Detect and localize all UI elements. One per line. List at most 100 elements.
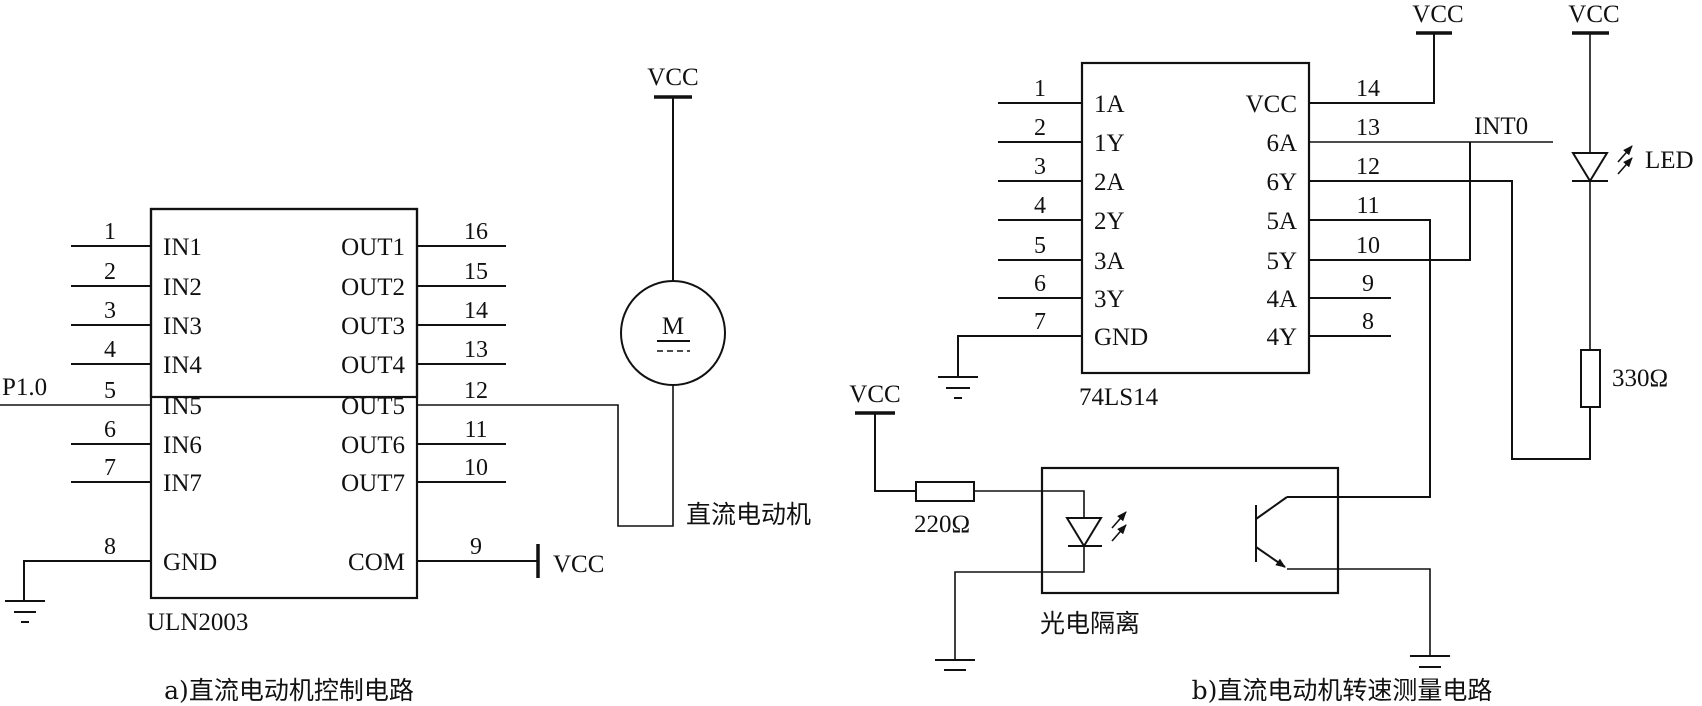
emitter-gnd-wire: [1287, 568, 1431, 656]
pin-label: 5A: [1266, 208, 1297, 235]
pin-label: 1Y: [1094, 130, 1125, 157]
pin-3a: 53A: [998, 233, 1125, 275]
caption-b: b)直流电动机转速测量电路: [1192, 676, 1493, 705]
out5-to-motor-wire: [417, 385, 674, 527]
resistor-220-icon: [915, 481, 975, 502]
ground-icon: [1410, 655, 1450, 668]
pin-label: 3Y: [1094, 286, 1125, 313]
pin-number: 2: [104, 259, 116, 285]
opto-vcc-wire: [874, 413, 916, 492]
pin-number: 7: [1034, 309, 1046, 335]
pin-number: 2: [1034, 115, 1046, 141]
pin-number: 11: [464, 417, 487, 443]
ic-vcc-wire: [1309, 33, 1435, 104]
pin-number: 8: [104, 534, 116, 560]
pin-5a: 11 5A: [1266, 193, 1379, 235]
optocoupler-body: [1040, 466, 1340, 595]
pin-number: 5: [104, 378, 116, 404]
pin-number: 7: [104, 455, 116, 481]
opto-vcc-label: VCC: [849, 381, 900, 408]
pin-5y: 10 5Y: [1266, 233, 1380, 275]
uln2003-right-pins: 16OUT115OUT214OUT313OUT412OUT511OUT610OU…: [341, 219, 506, 576]
pin-number: 6: [1034, 271, 1046, 297]
pin-1a: 11A: [998, 76, 1125, 118]
motor-vcc-label: VCC: [647, 64, 698, 91]
pin-4y: 8 4Y: [1266, 309, 1391, 351]
pin-number: 15: [464, 259, 488, 285]
pin-label: 5Y: [1266, 248, 1297, 275]
pin-label: OUT2: [341, 274, 405, 301]
pin-number: 10: [1356, 233, 1380, 259]
pin-label: 2Y: [1094, 208, 1125, 235]
ground-icon: [935, 659, 975, 671]
pin-1y: 2 1Y: [998, 115, 1125, 157]
6y-to-led-wire: [1309, 180, 1591, 460]
led-vcc-label: VCC: [1568, 1, 1619, 28]
pin-label: IN4: [163, 352, 202, 379]
pin-label: OUT5: [341, 393, 405, 420]
r220-label: 220Ω: [914, 511, 970, 538]
pin-label: OUT7: [341, 470, 405, 497]
pin-label: 4Y: [1266, 324, 1297, 351]
pin-number: 11: [1356, 193, 1379, 219]
figure-a-control-circuit: ULN2003 1IN12IN23IN34IN45IN56IN67IN78GND…: [0, 64, 811, 705]
pin-3y: 6 3Y: [998, 271, 1125, 313]
6a-5y-wire: [1309, 142, 1471, 261]
com-vcc-label: VCC: [553, 551, 604, 578]
pin-number: 12: [464, 378, 488, 404]
gnd-wire-b: [957, 335, 1082, 377]
dc-motor-icon: M: [620, 280, 726, 386]
pin-number: 13: [464, 337, 488, 363]
pin-label: 2A: [1094, 169, 1125, 196]
pin-label: IN5: [163, 393, 202, 420]
pin-4a: 94A: [1266, 271, 1391, 313]
ic-vcc-label: VCC: [1412, 1, 1463, 28]
pin-number: 16: [464, 219, 488, 245]
pin-label: COM: [348, 549, 405, 576]
pin-label: GND: [1094, 324, 1148, 351]
led-icon: [1571, 145, 1633, 183]
resistor-330-icon: [1580, 349, 1601, 408]
pin-label: IN7: [163, 470, 202, 497]
pin-label: OUT1: [341, 234, 405, 261]
opto-led-gnd-wire: [954, 546, 1085, 660]
pin-label: VCC: [1246, 91, 1297, 118]
pin-label: OUT4: [341, 352, 405, 379]
pin-label: 6A: [1266, 130, 1297, 157]
pin-label: IN3: [163, 313, 202, 340]
pin-label: 6Y: [1266, 169, 1297, 196]
pin-2y: 4 2Y: [998, 193, 1125, 235]
led-label: LED: [1645, 147, 1694, 174]
pin-number: 9: [1362, 271, 1374, 297]
pin-number: 13: [1356, 115, 1380, 141]
opto-led-anode-wire: [974, 490, 1085, 518]
pin-2a: 32A: [998, 154, 1125, 196]
r330-label: 330Ω: [1612, 365, 1668, 392]
int0-label: INT0: [1474, 113, 1528, 140]
pin-number: 8: [1362, 309, 1374, 335]
pin-number: 6: [104, 417, 116, 443]
pin-number: 1: [1034, 76, 1046, 102]
pin-number: 4: [104, 337, 116, 363]
pin-number: 12: [1356, 154, 1380, 180]
opto-led-icon: [1065, 511, 1127, 548]
74ls14-body: [1080, 61, 1311, 375]
pin-number: 4: [1034, 193, 1046, 219]
pin-label: OUT3: [341, 313, 405, 340]
uln2003-body: [149, 207, 419, 600]
ground-icon: [938, 376, 978, 399]
